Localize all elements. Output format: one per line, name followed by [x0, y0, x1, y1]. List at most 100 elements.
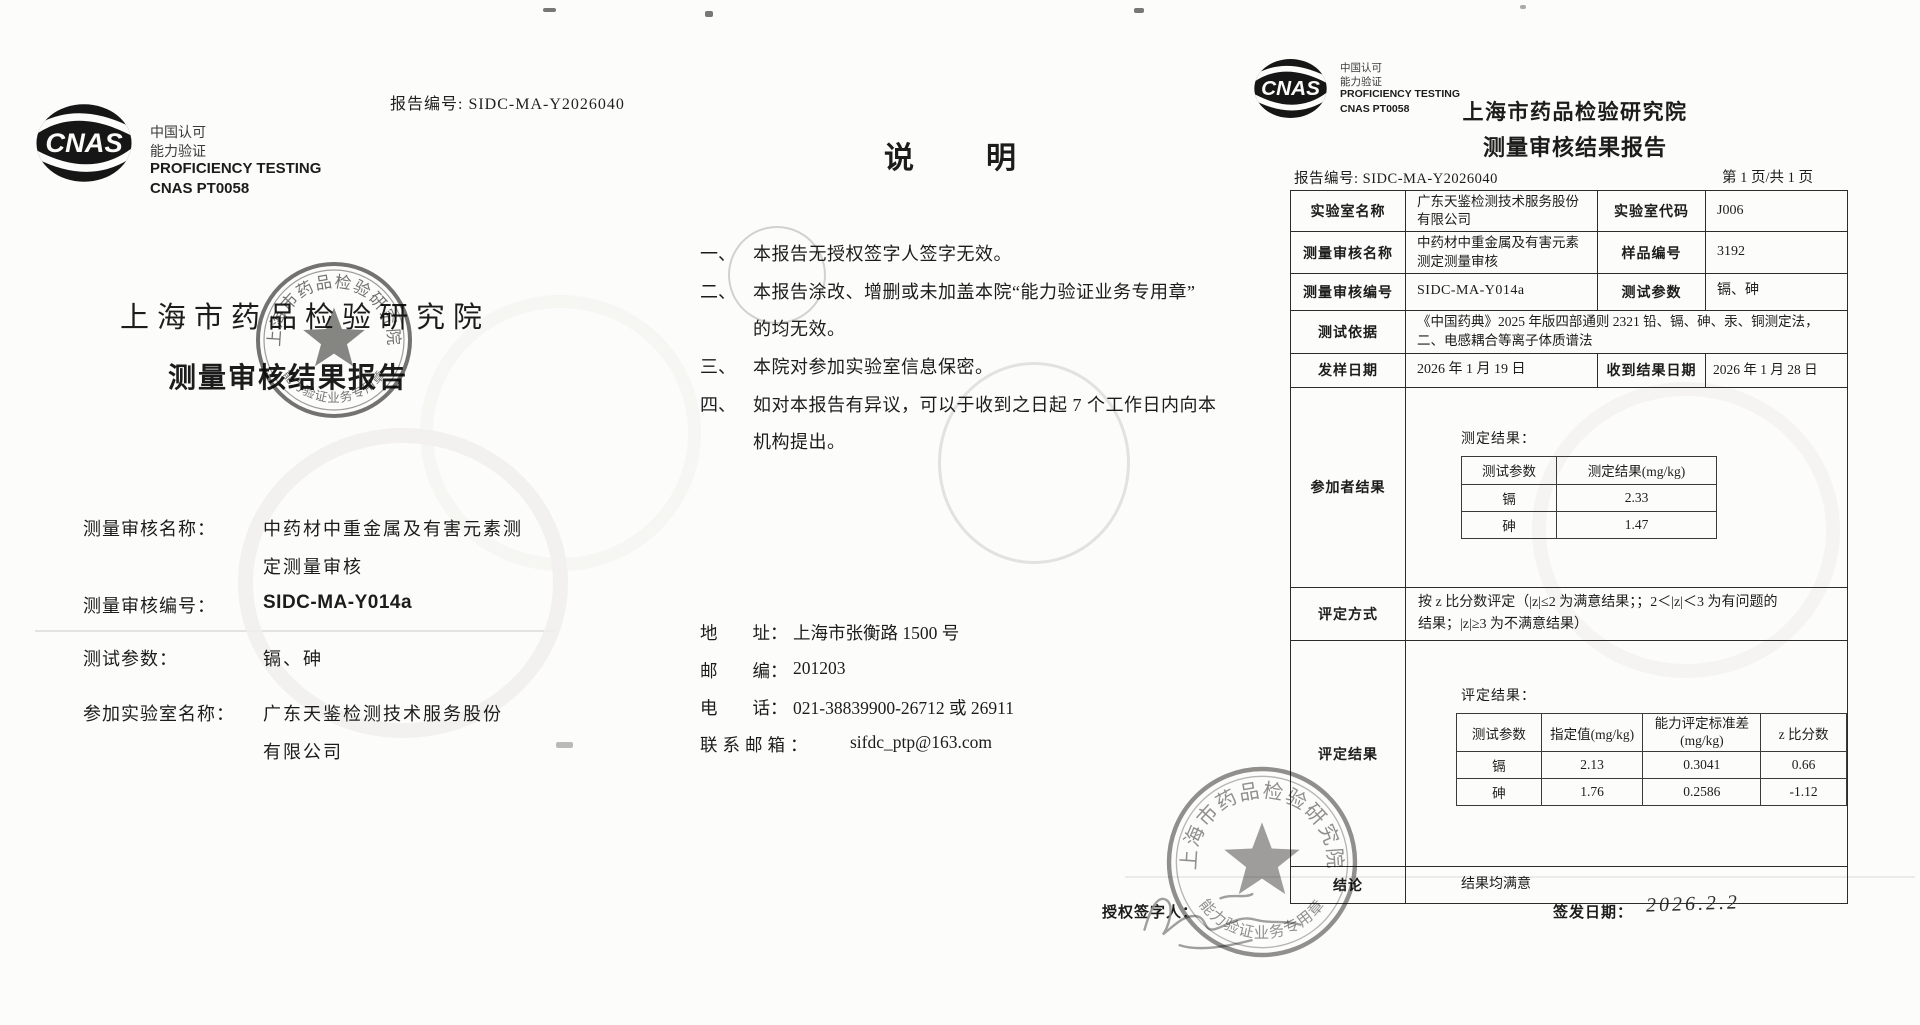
param-cell: 镉	[1456, 750, 1542, 779]
lab-name-value: 广东天鉴检测技术服务股份有限公司	[1405, 189, 1598, 233]
field-value: SIDC-MA-Y014a	[263, 592, 413, 613]
notice-item-text-line2: 的均无效。	[753, 319, 846, 339]
assigned-cell: 2.13	[1540, 750, 1644, 779]
method-label: 评定方式	[1290, 586, 1406, 642]
report-page-number: 第 1 页/共 1 页	[1722, 170, 1814, 186]
cnas-accreditation-line: 能力验证	[1340, 77, 1382, 88]
issue-date-handwritten: 2026.2.2	[1645, 891, 1741, 917]
recv-date-value: 2026 年 1 月 28 日	[1705, 352, 1848, 388]
send-date-value: 2026 年 1 月 19 日	[1405, 352, 1598, 388]
ma-no-value: SIDC-MA-Y014a	[1405, 272, 1598, 311]
lab-code-value: J006	[1705, 189, 1848, 233]
cnas-accreditation-line: 能力验证	[150, 145, 206, 160]
assigned-cell: 1.76	[1540, 777, 1644, 806]
issue-date-label: 签发日期：	[1553, 904, 1634, 921]
field-value: 镉、砷	[263, 649, 323, 669]
table-row: 砷 1.47	[1461, 510, 1717, 539]
notice-item-text: 本院对参加实验室信息保密。	[753, 357, 994, 377]
col-header-zscore: z 比分数	[1760, 713, 1847, 752]
notice-item-number: 四、	[700, 395, 736, 415]
field-value-line2: 有限公司	[263, 742, 343, 762]
field-label: 测量审核编号：	[83, 596, 216, 616]
lab-code-label: 实验室代码	[1597, 189, 1706, 233]
cnas-accreditation-line: CNAS PT0058	[150, 180, 250, 197]
cnas-accreditation-line: PROFICIENCY TESTING	[150, 160, 322, 177]
results-table: 实验室名称 广东天鉴检测技术服务股份有限公司 实验室代码 J006 测量审核名称…	[1290, 189, 1848, 905]
send-date-label: 发样日期	[1290, 352, 1406, 388]
col-header-sd-line1: 能力评定标准差	[1654, 716, 1750, 732]
table-row-lab-name: 实验室名称 广东天鉴检测技术服务股份有限公司 实验室代码 J006	[1290, 189, 1848, 233]
stamp-star-icon	[303, 307, 365, 367]
sample-no-value: 3192	[1705, 231, 1848, 274]
basis-line2: 二、电感耦合等离子体质谱法	[1417, 332, 1593, 348]
recv-date-label: 收到结果日期	[1597, 352, 1706, 388]
scan-speck	[705, 11, 713, 17]
notice-item-text: 如对本报告有异议，可以于收到之日起 7 个工作日内向本	[753, 395, 1217, 415]
notice-item-number: 二、	[700, 282, 736, 302]
report-number: 报告编号: SIDC-MA-Y2026040	[1294, 171, 1498, 187]
sd-cell: 0.2586	[1642, 777, 1762, 806]
method-line2: 结果；|z|≥3 为不满意结果）	[1418, 617, 1589, 633]
scan-speck	[1520, 5, 1526, 9]
basis-label: 测试依据	[1290, 309, 1406, 354]
table-row-evaluation: 评定结果 评定结果： 测试参数 指定值(mg/kg) 能力评定标准差 (mg/k…	[1290, 640, 1848, 868]
svg-text:能力验证业务专用章: 能力验证业务专用章	[1196, 896, 1329, 942]
table-row: 镉 2.33	[1461, 483, 1717, 512]
evaluation-results-caption: 评定结果：	[1461, 689, 1536, 705]
cover-org-title: 上海市药品检验研究院	[120, 302, 491, 334]
official-stamp: 上海市药品检验研究院 能力验证业务专用章	[256, 262, 412, 418]
col-header-sd-line2: (mg/kg)	[1680, 732, 1724, 748]
col-header-param: 测试参数	[1456, 713, 1542, 752]
table-row-conclusion: 结论 结果均满意	[1290, 866, 1848, 905]
notice-item-number: 三、	[700, 357, 736, 377]
table-row-method: 评定方式 按 z 比分数评定（|z|≤2 为满意结果；；2＜|z|＜3 为有问题…	[1290, 586, 1848, 642]
col-header-result: 测定结果(mg/kg)	[1556, 455, 1717, 485]
field-value: 中药材中重金属及有害元素测	[263, 519, 523, 539]
param-cell: 砷	[1461, 510, 1557, 539]
table-row: 砷 1.76 0.2586 -1.12	[1456, 777, 1847, 806]
stamp-bottom-text: 能力验证业务专用章	[1196, 896, 1328, 942]
method-line1: 按 z 比分数评定（|z|≤2 为满意结果；；2＜|z|＜3 为有问题的	[1418, 594, 1778, 610]
contact-label: 电 话：	[700, 698, 788, 718]
table-row-participant-results: 参加者结果 测定结果： 测试参数 测定结果(mg/kg) 镉 2.33 砷 1.…	[1290, 386, 1848, 588]
field-value: 广东天鉴检测技术服务股份	[263, 704, 503, 724]
zscore-cell: -1.12	[1760, 777, 1847, 806]
col-header-param: 测试参数	[1461, 455, 1557, 485]
conclusion-value: 结果均满意	[1405, 866, 1848, 905]
notice-item-text: 本报告无授权签字人签字无效。	[753, 244, 1012, 264]
report-org-title: 上海市药品检验研究院	[1462, 101, 1688, 124]
cnas-logo-text: CNAS	[1261, 77, 1320, 100]
table-row-basis: 测试依据 《中国药典》2025 年版四部通则 2321 铅、镉、砷、汞、铜测定法…	[1290, 309, 1848, 354]
contact-value: sifdc_ptp@163.com	[850, 732, 992, 752]
watermark-ghost	[238, 428, 568, 738]
field-label: 测试参数：	[83, 649, 178, 669]
table-row: 镉 2.13 0.3041 0.66	[1456, 750, 1847, 779]
zscore-cell: 0.66	[1760, 750, 1847, 779]
scan-speck	[1134, 8, 1144, 13]
notice-title: 说 明	[884, 142, 1020, 175]
cnas-logo: CNAS	[1254, 59, 1327, 118]
contact-label: 地 址：	[700, 623, 788, 643]
notice-item-text: 本报告涂改、增删或未加盖本院“能力验证业务专用章”	[753, 282, 1196, 302]
field-label: 测量审核名称：	[83, 519, 216, 539]
cover-doc-title: 测量审核结果报告	[168, 363, 409, 394]
contact-value: 021-38839900-26712 或 26911	[793, 698, 1015, 718]
notice-item-text-line2: 机构提出。	[753, 432, 846, 452]
contact-label: 邮 编：	[700, 661, 788, 681]
measured-results-caption: 测定结果：	[1461, 431, 1536, 447]
participant-results-label: 参加者结果	[1290, 386, 1406, 588]
cnas-accreditation-line: 中国认可	[1340, 63, 1382, 74]
ma-name-label: 测量审核名称	[1290, 231, 1406, 274]
ma-no-label: 测量审核编号	[1290, 272, 1406, 311]
field-label: 参加实验室名称：	[83, 704, 235, 724]
contact-value: 上海市张衡路 1500 号	[793, 623, 960, 643]
param-cell: 砷	[1456, 777, 1542, 806]
measured-results-table: 测试参数 测定结果(mg/kg) 镉 2.33 砷 1.47	[1461, 455, 1717, 539]
result-cell: 1.47	[1556, 510, 1717, 539]
result-cell: 2.33	[1556, 483, 1717, 512]
report-doc-title: 测量审核结果报告	[1482, 135, 1667, 160]
lab-name-label: 实验室名称	[1290, 189, 1406, 233]
cnas-logo: CNAS	[36, 104, 132, 182]
cnas-accreditation-line: PROFICIENCY TESTING	[1340, 88, 1460, 100]
